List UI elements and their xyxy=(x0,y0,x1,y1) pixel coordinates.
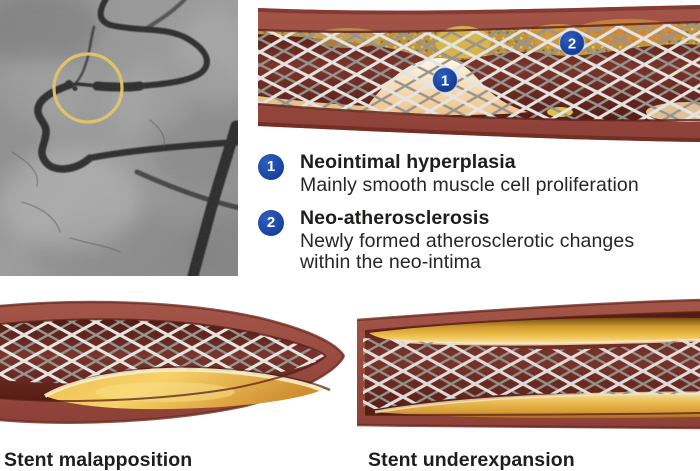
marker-1-number: 1 xyxy=(441,73,449,90)
legend-title: Neointimal hyperplasia xyxy=(300,151,516,173)
lumen-edge-bottom xyxy=(0,355,327,402)
legend-text: Neo-atherosclerosis Newly formed atheros… xyxy=(300,206,678,273)
legend: 1 Neointimal hyperplasia Mainly smooth m… xyxy=(258,151,700,285)
lumen-edge-bottom xyxy=(258,102,700,122)
stent-mesh xyxy=(258,22,700,121)
angiogram-image xyxy=(0,0,238,276)
vessel-wall-edge-top xyxy=(0,300,346,357)
xray-grain xyxy=(0,0,238,276)
legend-item-neointimal-hyperplasia: 1 Neointimal hyperplasia Mainly smooth m… xyxy=(258,151,700,196)
legend-title: Neo-atherosclerosis xyxy=(300,206,490,229)
lumen-edge-top xyxy=(364,311,700,332)
legend-badge-2: 2 xyxy=(258,209,284,236)
legend-text: Neointimal hyperplasia Mainly smooth mus… xyxy=(300,151,678,196)
panel-caption-malapposition: Stent malapposition xyxy=(4,449,193,471)
lumen-edge-top xyxy=(0,318,327,357)
restenosis-illustration: 1 2 xyxy=(258,5,700,142)
vessel-wall-edge-top xyxy=(258,5,700,15)
lesion-highlight-circle xyxy=(52,52,124,124)
marker-2-number: 2 xyxy=(568,36,576,53)
legend-item-neo-atherosclerosis: 2 Neo-atherosclerosis Newly formed ather… xyxy=(258,206,700,273)
legend-description: Newly formed atherosclerotic changes wit… xyxy=(300,229,635,273)
marker-1: 1 xyxy=(431,66,459,94)
stent-underexpansion-illustration xyxy=(356,298,700,430)
legend-description: Mainly smooth muscle cell proliferation xyxy=(300,173,639,196)
vessel-wall-edge-bottom xyxy=(0,355,346,424)
stent-malapposition-illustration xyxy=(0,300,346,424)
vessel-wall-edge-top xyxy=(356,298,700,322)
vessel-wall-edge-bottom xyxy=(356,423,700,430)
panel-caption-underexpansion: Stent underexpansion xyxy=(368,449,575,471)
marker-2: 2 xyxy=(558,29,586,57)
lumen-edge-top xyxy=(258,20,700,33)
vessel-wall-edge-bottom xyxy=(258,122,700,142)
lumen-edge-bottom xyxy=(364,412,700,416)
legend-badge-1: 1 xyxy=(258,154,284,180)
